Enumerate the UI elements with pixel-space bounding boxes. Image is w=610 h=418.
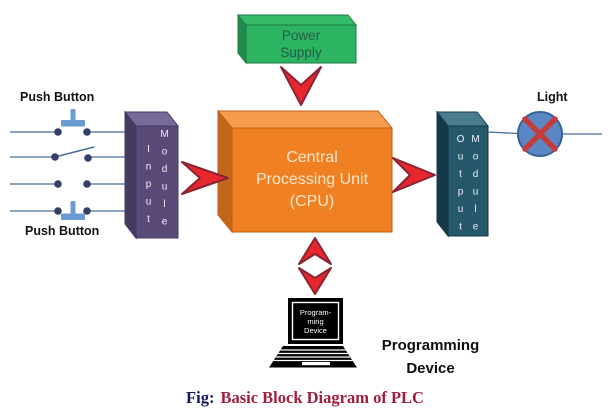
programming-device-label: Programming Device [373, 334, 488, 380]
output-module-front-face [447, 125, 489, 237]
contact-dots [51, 128, 92, 215]
output-module-side-face [436, 110, 449, 238]
contact-dot [83, 207, 91, 215]
laptop-icon [269, 298, 357, 368]
laptop-screen-line3: Device [304, 325, 327, 335]
contact-dot [83, 180, 91, 188]
cpu-label-line3: (CPU) [289, 193, 335, 210]
push-button-label-bottom: Push Button [25, 224, 100, 238]
push-button-icon-top [61, 109, 85, 127]
contact-dot [54, 207, 62, 215]
light-indicator-icon [487, 111, 602, 157]
push-button-icon-bottom [61, 201, 85, 220]
figure-caption-title: Basic Block Diagram of PLC [220, 388, 424, 407]
laptop-touchpad [302, 362, 330, 366]
arrow-cpu-programming-bidirectional [298, 237, 332, 295]
input-module-label-word1: Input [143, 144, 154, 232]
output-module-box [435, 110, 490, 238]
cpu-label-line2: Processing Unit [255, 171, 369, 188]
cpu-label-line1: Central [286, 149, 338, 166]
laptop-keyboard-lines [273, 349, 353, 362]
power-supply-label-line1: Power [281, 28, 321, 43]
programming-device-label-line2: Device [406, 360, 455, 377]
arrow-input-to-cpu [181, 161, 229, 195]
laptop-screen-text: Program- ming Device [292, 303, 339, 339]
power-supply-label: Power Supply [246, 25, 356, 63]
cpu-box [216, 109, 394, 234]
input-module-side-face [124, 110, 137, 240]
push-button-label-top: Push Button [20, 90, 95, 104]
contact-dot [54, 180, 62, 188]
figure-caption: Fig: Basic Block Diagram of PLC [0, 388, 610, 408]
wire-line [487, 131, 519, 135]
output-module-label-word1: Output [455, 134, 466, 239]
light-label: Light [537, 90, 568, 104]
power-supply-front-face [245, 24, 357, 64]
arrow-power-to-cpu [280, 66, 322, 106]
cpu-front-face [231, 127, 393, 233]
input-module-front-face [135, 125, 179, 239]
arrow-up-chevron [298, 237, 332, 265]
cpu-top-face [216, 110, 394, 129]
input-module-box [123, 110, 180, 240]
contact-dot [51, 153, 59, 161]
programming-device-label-line1: Programming [381, 337, 480, 354]
output-module-label-word2: Module [470, 134, 481, 239]
figure-caption-prefix: Fig: [186, 388, 215, 407]
cpu-label: Central Processing Unit (CPU) [232, 128, 392, 232]
input-module-label-word2: Module [159, 129, 170, 234]
flow-arrows [181, 66, 436, 295]
laptop-screen [291, 301, 340, 341]
power-supply-box [236, 13, 358, 65]
cpu-side-face [217, 109, 233, 234]
power-supply-top-face [236, 14, 358, 26]
power-supply-label-line2: Supply [280, 45, 322, 60]
arrow-cpu-to-output [392, 157, 436, 193]
arrow-down-chevron [298, 267, 332, 295]
laptop-screen-line2: ming [307, 316, 324, 326]
light-x-icon [522, 116, 558, 152]
contact-dot [84, 154, 92, 162]
laptop-screen-line1: Program- [299, 307, 332, 317]
contact-dot [54, 128, 62, 136]
input-wiring [10, 131, 130, 212]
contact-dot [83, 128, 91, 136]
switch-blade-icon [54, 146, 95, 158]
